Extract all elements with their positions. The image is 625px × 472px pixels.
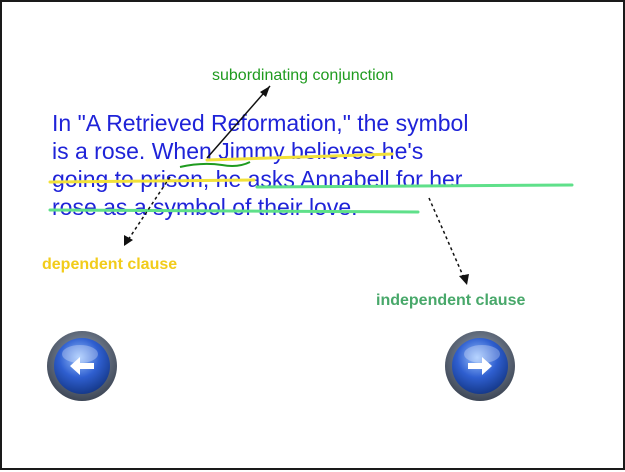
dependent-clause-label: dependent clause (42, 256, 178, 273)
paragraph-line-2: is a rose. When Jimmy believes he's (52, 137, 592, 165)
conjunction-arrowhead (260, 86, 270, 97)
paragraph-line-3: going to prison, he asks Annabell for he… (52, 165, 592, 193)
right-arrow-icon (445, 331, 515, 401)
paragraph-line-1: In "A Retrieved Reformation," the symbol (52, 110, 469, 136)
dependent-arrowhead (124, 235, 133, 246)
line-3-start: going to prison, (52, 166, 216, 192)
line-3-end: he asks Annabell for her (215, 166, 463, 192)
paragraph-line-4: rose as a symbol of their love. (52, 194, 358, 220)
left-arrow-icon (47, 331, 117, 401)
paragraph: In "A Retrieved Reformation," the symbol… (52, 109, 592, 221)
subordinating-conjunction-label: subordinating conjunction (212, 67, 394, 84)
line-2-start: is a rose. (52, 138, 152, 164)
line-2-end: Jimmy believes he's (211, 138, 424, 164)
previous-button[interactable] (44, 328, 120, 404)
independent-arrowhead (459, 274, 469, 285)
next-button[interactable] (442, 328, 518, 404)
independent-clause-label: independent clause (376, 292, 526, 309)
conjunction-word: When (151, 138, 212, 164)
